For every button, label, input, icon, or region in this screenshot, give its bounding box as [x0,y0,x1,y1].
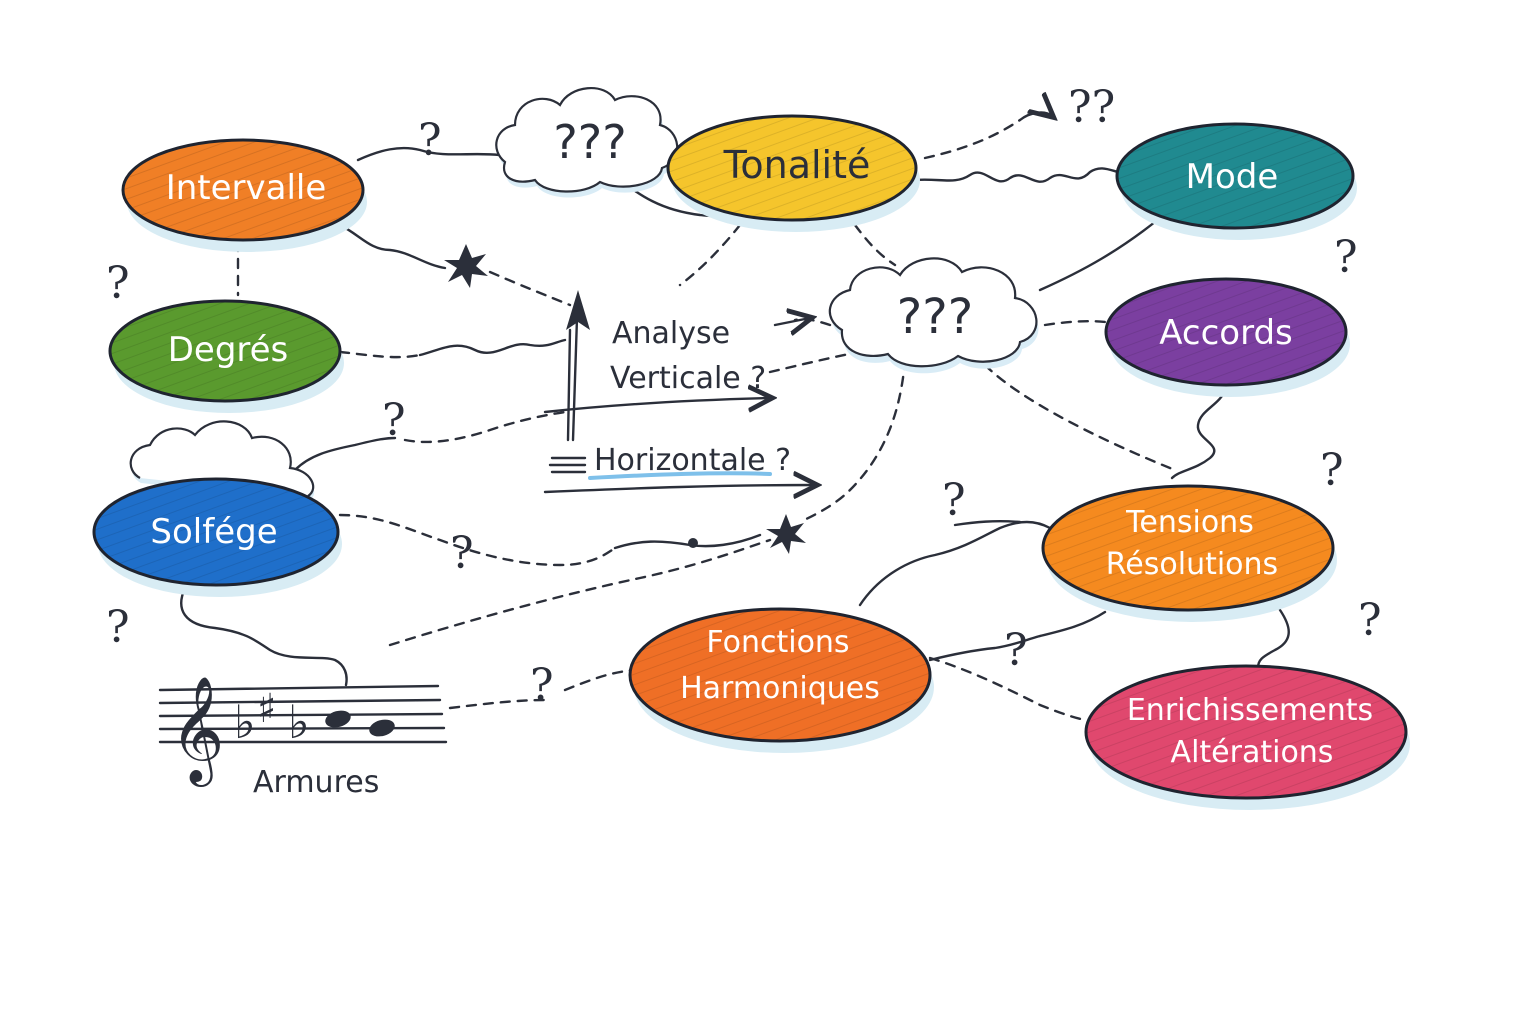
analyse-label: Analyse [612,316,730,351]
note-head-2 [369,719,395,737]
question-mark-icon: ? [942,475,966,526]
question-mark-icon: ? [106,602,130,653]
node-tonalite-label: Tonalité [723,143,871,187]
link-accords-tensions [1170,388,1227,480]
flat-icon-1: ♭ [234,695,256,749]
link-tonalite-cloud2 [853,223,897,267]
question-mark-icon: ? [382,395,406,446]
link-fonctions-enrich [928,656,1087,722]
link-solfege-star2 [338,513,617,567]
node-tonalite[interactable]: Tonalité [666,114,920,232]
question-mark-icon: ? [1358,595,1382,646]
node-solfege-label: Solfége [150,512,277,552]
question-mark-icon: ? [1334,232,1358,283]
question-mark-icon: ? [1004,625,1028,676]
cloud-center: ??? [828,257,1039,374]
link-solfege-cloud-wave [293,436,397,472]
horizontal-arrow-2 [543,485,815,492]
link-fonctions-tensions [858,520,1052,607]
link-tensions-q [1038,610,1107,638]
node-enrichissements[interactable]: Enrichissements Altérations [1084,664,1410,810]
node-tensions-label-1: Tensions [1125,505,1254,540]
question-mark-icon: ? [450,528,474,579]
star-lower [766,514,806,554]
link-staff-center [388,538,772,647]
question-mark-icon: ? [106,258,130,309]
link-dash-question [403,410,567,444]
connector-dot [688,538,698,548]
link-cloud2-tensions [983,363,1177,472]
node-solfege[interactable]: Solfége [92,477,342,597]
star-upper [444,244,488,288]
question-mark-icon: ? [1320,445,1344,496]
link-tensions-enrich [1256,608,1290,670]
link-cloud2-accords [1043,320,1107,327]
node-accords-label: Accords [1159,313,1293,353]
link-intervalle-star [338,223,447,270]
top-right-question-marks: ?? [1068,82,1115,133]
link-degres-analyse [338,350,422,359]
link-cloud2-star2 [798,358,907,524]
link-question-fonctions [563,668,637,692]
node-fonctions[interactable]: Fonctions Harmoniques [628,607,934,753]
horizontal-arrow-1 [543,398,770,414]
note-head-1 [325,710,351,728]
node-intervalle[interactable]: Intervalle [121,138,367,252]
link-mode-cloud2 [1038,216,1162,292]
link-tonalite-mode [913,167,1120,183]
vertical-arrow [571,316,579,442]
node-mode-label: Mode [1186,157,1279,197]
link-fonctions-q [928,634,1042,662]
node-accords[interactable]: Accords [1104,277,1350,397]
cloud-top: ??? [495,86,680,198]
link-staff-fonctions [448,698,547,710]
analysis-sketch: Analyse Verticale ? Horizontale ? [543,290,815,492]
node-fonctions-label-1: Fonctions [706,625,849,660]
link-tonalite-analyse [678,223,742,287]
arrow-to-top-marks [1018,113,1052,122]
link-intervalle-cloud [356,146,502,162]
node-enrichissements-label-2: Altérations [1171,735,1334,770]
verticale-label: Verticale ? [610,361,766,396]
node-tensions[interactable]: Tensions Résolutions [1041,484,1337,622]
link-verticale-cloud2 [768,346,882,374]
node-fonctions-label-2: Harmoniques [680,671,880,706]
question-marks: ? ? ? ? ? ? ? ? ? ? ? ?? [106,82,1382,711]
link-star-analyse [488,270,572,307]
node-degres-label: Degrés [168,330,289,370]
vertical-arrow-head [566,290,590,330]
link-question-tensions [953,520,1022,527]
node-enrichissements-label-1: Enrichissements [1127,693,1373,728]
question-mark-icon: ? [418,115,442,166]
node-mode[interactable]: Mode [1115,122,1357,240]
flat-icon-2: ♭ [288,695,310,749]
link-tonalite-arrow [923,118,1022,160]
staff-armures: 𝄞 ♭ ♯ ♭ Armures [158,675,448,800]
node-tensions-label-2: Résolutions [1106,547,1278,582]
horizontale-label: Horizontale ? [594,443,791,478]
node-degres[interactable]: Degrés [108,299,344,413]
node-intervalle-label: Intervalle [166,168,327,208]
sharp-icon: ♯ [257,686,276,732]
treble-clef-icon: 𝄞 [170,675,224,787]
armures-label: Armures [253,765,379,800]
link-dot-star2 [613,533,762,550]
link-solfege-staff [180,586,348,687]
small-arrow-to-cloud [773,318,810,325]
cloud-center-label: ??? [897,289,973,345]
link-degres-wave [418,338,567,357]
cloud-top-label: ??? [553,115,626,169]
highlight-stroke [588,471,772,480]
question-mark-icon: ? [530,660,554,711]
